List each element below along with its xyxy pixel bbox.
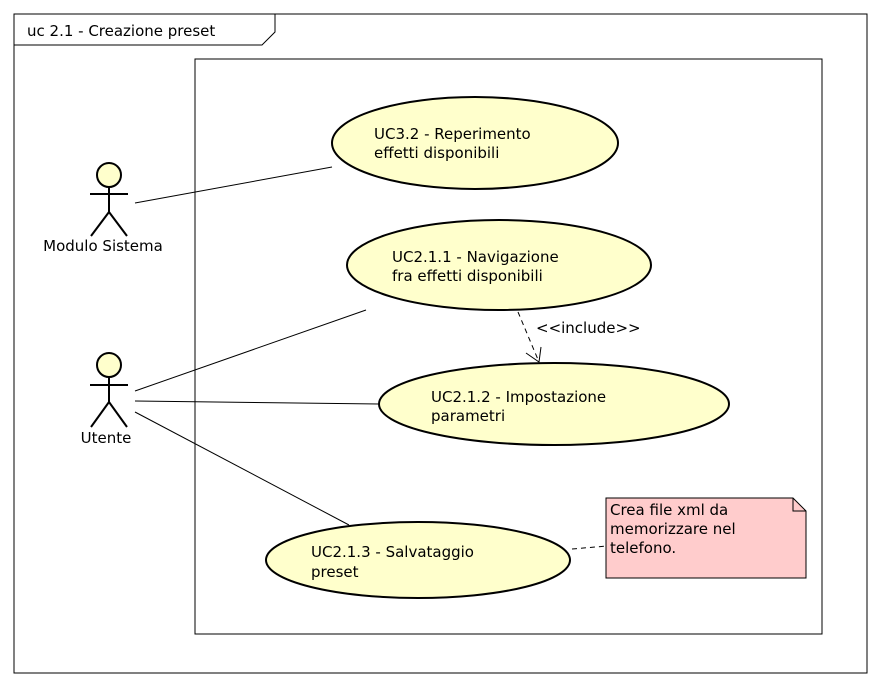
use-case-uc32-line2: effetti disponibili	[374, 144, 499, 162]
assoc-user-uc213	[134, 411, 350, 526]
actor-modulo-sistema[interactable]: Modulo Sistema	[43, 162, 163, 255]
use-case-uc212-line1: UC2.1.2 - Impostazione	[431, 388, 606, 406]
frame-title: uc 2.1 - Creazione preset	[27, 22, 215, 40]
note-line1: Crea file xml da	[610, 501, 728, 519]
associations	[134, 166, 380, 526]
use-case-uc211[interactable]: UC2.1.1 - Navigazione fra effetti dispon…	[346, 219, 652, 311]
note-shape	[605, 497, 807, 579]
include-relation: <<include>>	[517, 311, 641, 363]
include-arrowhead	[525, 346, 542, 363]
use-case-uc213-line2: preset	[311, 563, 359, 581]
frame-title-tab	[13, 13, 276, 46]
note-fold	[792, 498, 806, 512]
note-connector	[571, 545, 608, 550]
use-case-uc211-shape	[346, 219, 652, 311]
actor-utente-figure	[90, 352, 128, 428]
include-label: <<include>>	[536, 319, 641, 337]
use-case-uc211-line1: UC2.1.1 - Navigazione	[392, 248, 559, 266]
actor-utente[interactable]: Utente	[81, 352, 132, 447]
use-case-uc32-line1: UC3.2 - Reperimento	[374, 125, 531, 143]
include-dashed-line	[517, 311, 540, 363]
note-line2: memorizzare nel	[610, 520, 736, 538]
note[interactable]: Crea file xml da memorizzare nel telefon…	[605, 497, 807, 579]
use-case-uc212-shape	[378, 362, 730, 446]
use-case-uc212[interactable]: UC2.1.2 - Impostazione parametri	[378, 362, 730, 446]
assoc-user-uc212	[134, 400, 380, 405]
use-case-uc213-shape	[265, 521, 571, 599]
use-case-uc211-line2: fra effetti disponibili	[392, 267, 543, 285]
use-case-uc32[interactable]: UC3.2 - Reperimento effetti disponibili	[331, 96, 619, 190]
use-case-uc32-shape	[331, 96, 619, 190]
assoc-system-uc32	[134, 166, 333, 204]
note-line3: telefono.	[610, 539, 676, 557]
actor-modulo-sistema-name: Modulo Sistema	[43, 237, 163, 255]
actor-utente-name: Utente	[81, 429, 132, 447]
use-case-uc213-line1: UC2.1.3 - Salvataggio	[311, 543, 474, 561]
use-case-uc213[interactable]: UC2.1.3 - Salvataggio preset	[265, 521, 571, 599]
actor-modulo-sistema-figure	[90, 162, 128, 237]
assoc-user-uc211	[134, 309, 367, 392]
use-case-uc212-line2: parametri	[431, 407, 505, 425]
